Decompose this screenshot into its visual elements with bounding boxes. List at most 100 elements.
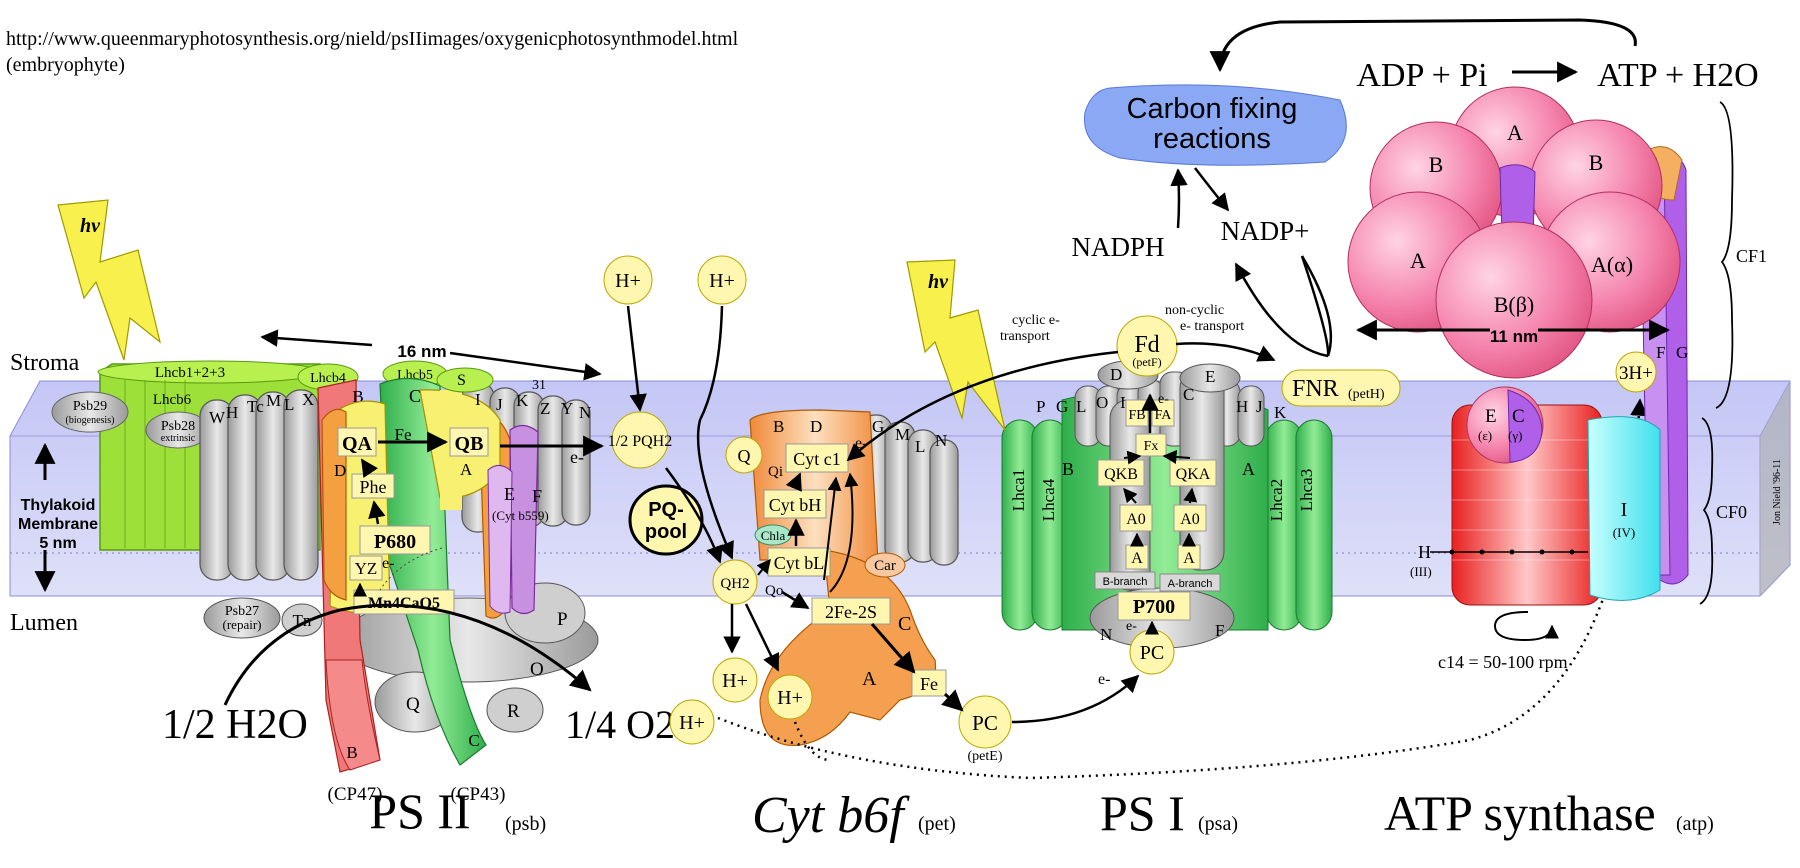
cyt-q-label: Q xyxy=(738,446,751,466)
ps1-pc-label: PC xyxy=(1140,642,1164,664)
num31-label: 31 xyxy=(532,378,546,393)
ps1-a-label: A xyxy=(1242,459,1255,479)
ps1-eminus: e- xyxy=(1158,392,1169,407)
ps1-l-label: L xyxy=(1076,397,1086,416)
k-label: K xyxy=(516,391,529,410)
cytc1-label: Cyt c1 xyxy=(793,449,841,469)
atp-g-label: G xyxy=(1676,343,1688,362)
ps2-title: PS II xyxy=(369,783,470,839)
h-label: H xyxy=(226,403,238,422)
cp43-c-label: C xyxy=(468,731,479,750)
ps2-complex: Lhcb1+2+3 Lhcb6 Lhcb4 Lhcb5 Psb29 (bioge… xyxy=(51,360,599,805)
m-label: M xyxy=(266,391,281,410)
width-11nm-label: 11 nm xyxy=(1490,327,1538,346)
e-label: E xyxy=(504,484,515,504)
x-label: X xyxy=(302,390,314,409)
atp-a-top: A xyxy=(1507,120,1523,145)
fa-label: FA xyxy=(1155,408,1173,423)
ps1-c-label: C xyxy=(1183,385,1194,404)
qa-label: QA xyxy=(342,433,373,455)
cytb6f-gene: (pet) xyxy=(918,813,956,835)
d-small-label: D xyxy=(334,461,346,480)
atp-h-label: H xyxy=(1418,542,1431,562)
pq-pool: 1/2 PQH2 PQ- pool QH2 xyxy=(500,411,758,605)
atp-c-label: C xyxy=(1512,406,1525,427)
ps1-b-label: B xyxy=(1062,459,1074,479)
o-label: O xyxy=(530,659,544,680)
cytb559-label: (Cyt b559) xyxy=(492,508,549,523)
lumen-label: Lumen xyxy=(10,610,78,636)
cyt-g-label: G xyxy=(872,417,884,436)
chla-label: Chla xyxy=(761,528,786,543)
ps2-gene: (psb) xyxy=(505,813,546,835)
pqh2-label: 1/2 PQH2 xyxy=(608,433,672,450)
cyclic-label-2: transport xyxy=(1000,329,1050,344)
proton-lumen-2 xyxy=(767,674,813,720)
water-label: 1/2 H2O xyxy=(162,702,308,748)
fb-label: FB xyxy=(1128,408,1145,423)
hv-label-1: hv xyxy=(80,215,101,237)
svg-text:H+: H+ xyxy=(722,670,748,692)
qb-label: QB xyxy=(455,433,484,455)
qka-label: QKA xyxy=(1176,466,1211,483)
c14-label: c14 = 50-100 rpm xyxy=(1438,652,1568,672)
atp-label: ATP + H2O xyxy=(1597,57,1758,94)
nadp-label: NADP+ xyxy=(1221,216,1310,246)
ps1-gene: (psa) xyxy=(1198,813,1238,835)
cyt-n-label: N xyxy=(935,431,947,450)
fnr-label: FNR xyxy=(1292,376,1339,402)
p-label: P xyxy=(557,609,568,630)
svg-text:H+: H+ xyxy=(777,687,803,709)
atp-title: ATP synthase xyxy=(1384,785,1656,841)
stroma-label: Stroma xyxy=(10,350,80,376)
qi-label: Qi xyxy=(768,464,783,480)
cytb6f-title: Cyt b6f xyxy=(752,787,910,844)
ps1-complex: Lhca1 Lhca4 Lhca2 Lhca3 D E P G L O I C … xyxy=(1001,360,1333,675)
l-label: L xyxy=(284,395,294,414)
a0-b-label: A0 xyxy=(1126,511,1146,528)
atp-b-left: B xyxy=(1429,152,1444,177)
atp-synthase: D F G H (III) I (IV) E (ε) C (γ) xyxy=(1347,86,1767,672)
cp43-label: (CP43) xyxy=(451,784,506,805)
noncyclic-label-1: non-cyclic xyxy=(1165,303,1224,318)
atp-iv-label: (IV) xyxy=(1613,525,1635,540)
a1-a-label: A xyxy=(1183,550,1195,567)
cfr-line2: reactions xyxy=(1153,123,1271,155)
width-16nm-label: 16 nm xyxy=(397,342,446,361)
proton-lumen-1 xyxy=(712,657,758,703)
atp-iii-label: (III) xyxy=(1410,564,1432,579)
lhca2-label: Lhca2 xyxy=(1267,479,1286,521)
lhca4-label: Lhca4 xyxy=(1039,478,1058,521)
w-label: W xyxy=(209,408,226,427)
ps1-n-label: N xyxy=(1100,625,1112,644)
membrane-thickness: Thylakoid Membrane 5 nm xyxy=(18,442,98,593)
ps2-eminus: e- xyxy=(570,447,584,467)
adp-label: ADP + Pi xyxy=(1356,57,1487,94)
noncyclic-label-2: e- transport xyxy=(1180,319,1244,334)
ps2-eminus-2: e- xyxy=(382,555,394,572)
proton-cyt-top xyxy=(697,255,747,305)
membrane-label: Membrane xyxy=(18,516,98,533)
y-label: Y xyxy=(561,399,573,418)
ps1-p-label: P xyxy=(1036,397,1045,416)
cf0-label: CF0 xyxy=(1716,502,1747,522)
cytbh-label: Cyt bH xyxy=(769,495,822,515)
proton-ps2-top xyxy=(603,255,653,305)
atp-i-label: I xyxy=(1621,499,1628,521)
pq-pool-line1: PQ- xyxy=(648,499,684,521)
qh2-label: QH2 xyxy=(720,576,749,592)
thickness-label: 5 nm xyxy=(39,535,76,552)
cyt-d-label: D xyxy=(810,417,822,436)
psb29-label: Psb29 xyxy=(73,399,107,414)
pq-pool-line2: pool xyxy=(645,521,687,543)
atp-3h-label: 3H+ xyxy=(1619,363,1653,384)
ps1-h-label: H xyxy=(1236,397,1248,416)
header: http://www.queenmaryphotosynthesis.org/n… xyxy=(6,26,738,78)
ps1-j-label: J xyxy=(1256,397,1263,416)
svg-text:H+: H+ xyxy=(679,712,705,734)
cf1-label: CF1 xyxy=(1736,246,1767,266)
svg-text:H+: H+ xyxy=(709,270,735,292)
fes-label: 2Fe-2S xyxy=(825,602,877,622)
cp47-b-label: B xyxy=(346,743,357,762)
b-branch-label: B-branch xyxy=(1103,576,1148,588)
